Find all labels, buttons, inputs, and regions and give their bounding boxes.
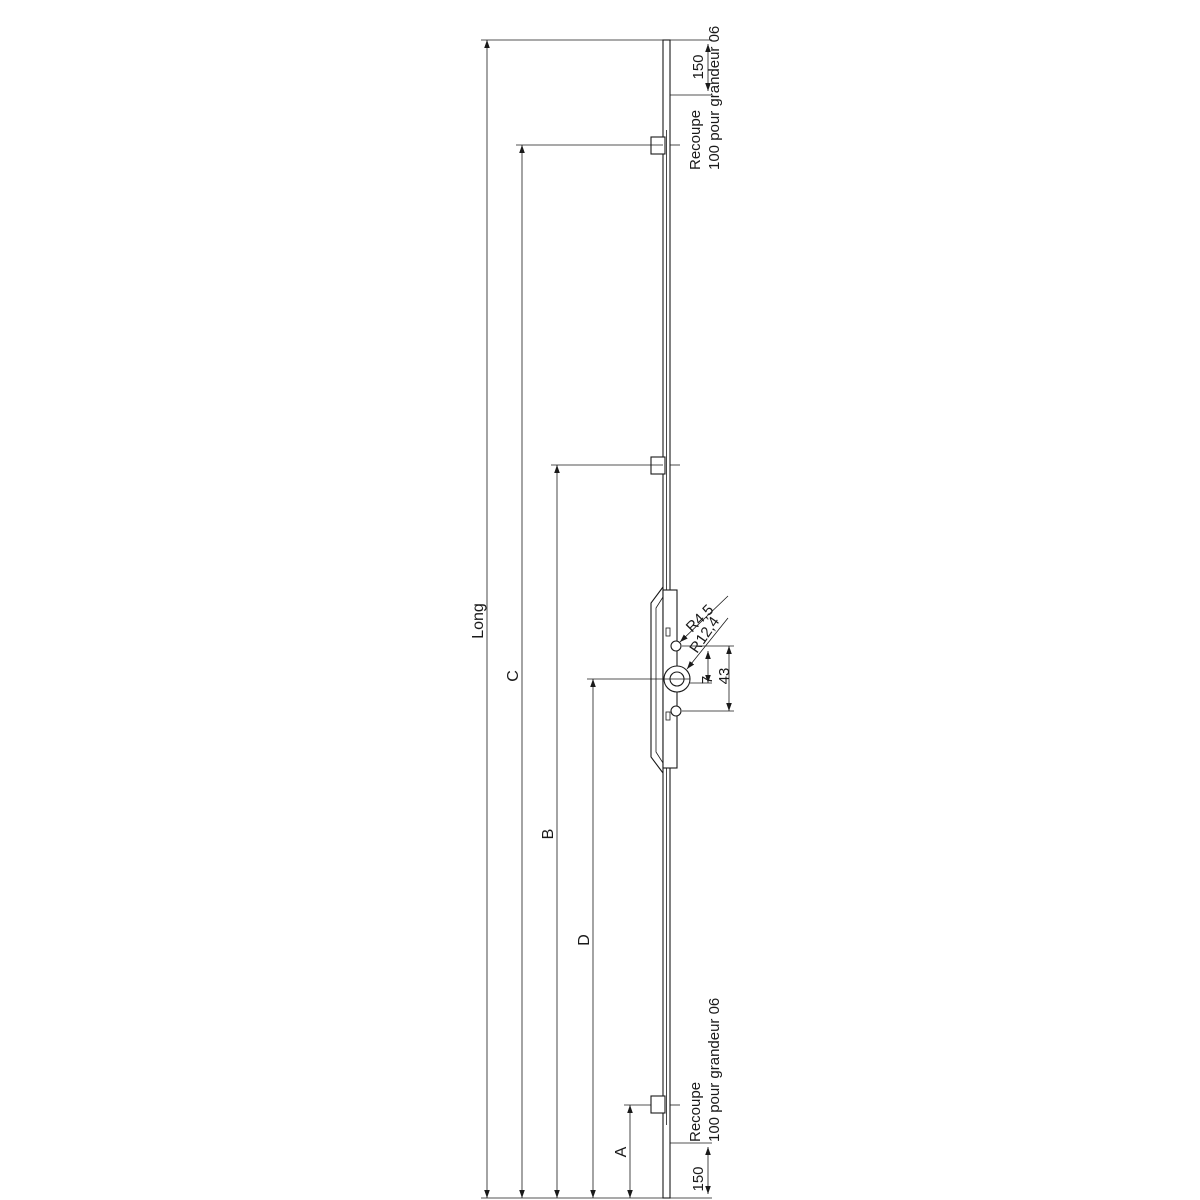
hub-offset-dimensions: 7 43: [682, 645, 734, 712]
dim43-label: 43: [716, 668, 733, 685]
top-recoupe-note: 150 Recoupe 100 pour grandeur 06: [670, 26, 723, 170]
dimension-b: B: [540, 464, 663, 1198]
bottom-recoupe-label: Recoupe: [687, 1082, 704, 1142]
dimension-d: D: [576, 678, 690, 1198]
dimension-a: A: [613, 1104, 651, 1198]
lower-pivot-hole: [670, 705, 682, 717]
top-recoupe-label: Recoupe: [687, 110, 704, 170]
top-guide: [650, 136, 666, 155]
a-label: A: [613, 1146, 630, 1157]
top-grandeur-label: 100 pour grandeur 06: [706, 26, 723, 170]
dimension-c: C: [505, 144, 663, 1198]
hub-radius-callouts: R4,5 R12,4: [679, 595, 729, 670]
d-label: D: [576, 934, 593, 946]
top-150-label: 150: [690, 54, 707, 79]
dim7-label: 7: [699, 676, 716, 684]
bottom-150-label: 150: [690, 1166, 707, 1191]
gearbox-slot-upper: [665, 627, 671, 637]
dimension-long: Long: [470, 39, 663, 1198]
gearbox-slot-lower: [665, 711, 671, 721]
middle-guide: [650, 456, 666, 475]
bottom-guide: [650, 1095, 666, 1114]
r124-leader: [686, 617, 729, 670]
long-label: Long: [470, 603, 487, 639]
bottom-grandeur-label: 100 pour grandeur 06: [706, 998, 723, 1142]
rod: [650, 39, 691, 1199]
gearbox-plate: [650, 586, 664, 774]
c-label: C: [505, 670, 522, 682]
gearbox-plate-inner: [655, 596, 664, 764]
upper-pivot-hole: [670, 640, 682, 652]
b-label: B: [540, 829, 557, 840]
bottom-recoupe-note: 150 Recoupe 100 pour grandeur 06: [670, 998, 723, 1199]
r45-leader: [679, 595, 729, 643]
